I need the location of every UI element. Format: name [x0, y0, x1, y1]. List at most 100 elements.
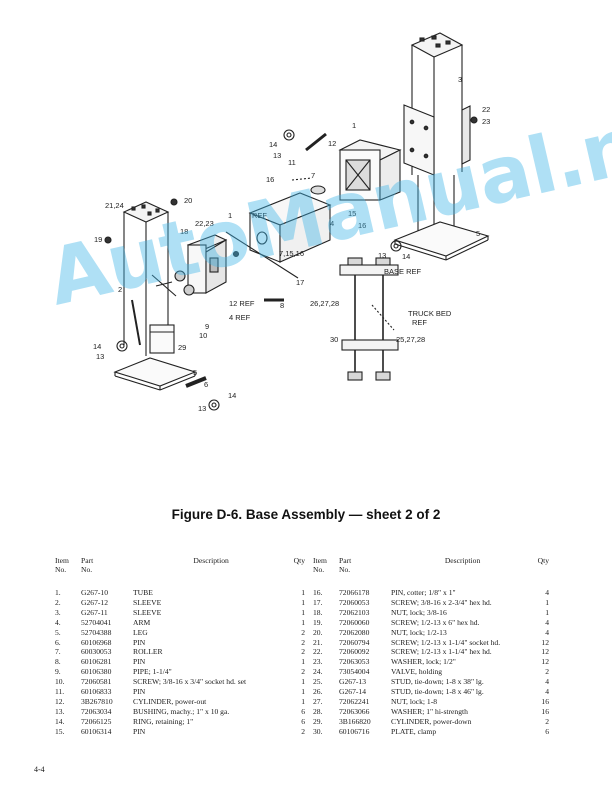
part-quantity: 6 — [545, 726, 549, 736]
part-quantity: 1 — [301, 657, 305, 667]
svg-text:7,15,16: 7,15,16 — [279, 249, 304, 258]
item-number: 30. — [313, 726, 323, 736]
svg-text:7: 7 — [311, 171, 315, 180]
part-quantity: 4 — [545, 687, 549, 697]
item-number: 29. — [313, 716, 323, 726]
part-description: PLATE, clamp — [391, 726, 437, 736]
header-part: Part — [339, 556, 352, 565]
svg-text:REF: REF — [412, 318, 427, 327]
part-quantity: 4 — [545, 588, 549, 597]
svg-text:14: 14 — [93, 342, 101, 351]
svg-text:21,24: 21,24 — [105, 201, 124, 210]
left-leg-assembly — [113, 201, 207, 391]
header-item-no: No. — [313, 565, 325, 574]
part-description: PIN — [133, 637, 146, 647]
svg-text:13: 13 — [198, 404, 206, 413]
part-quantity: 1 — [301, 607, 305, 617]
item-number: 27. — [313, 696, 323, 706]
svg-text:3: 3 — [458, 75, 462, 84]
header-part-no: No. — [339, 565, 351, 574]
svg-text:14: 14 — [228, 391, 236, 400]
part-quantity: 1 — [301, 687, 305, 697]
svg-text:20: 20 — [184, 196, 192, 205]
part-quantity: 4 — [545, 617, 549, 627]
item-number: 14. — [55, 716, 65, 726]
svg-text:13: 13 — [378, 251, 386, 260]
svg-text:12: 12 — [328, 139, 336, 148]
svg-text:BASE REF: BASE REF — [384, 267, 422, 276]
item-number: 8. — [55, 657, 61, 667]
tube-and-arm — [225, 132, 402, 302]
item-number: 23. — [313, 657, 323, 667]
item-number: 26. — [313, 687, 323, 697]
item-number: 16. — [313, 588, 323, 597]
svg-text:11: 11 — [288, 158, 296, 167]
svg-text:30: 30 — [330, 335, 338, 344]
part-description: TUBE — [133, 588, 153, 597]
part-number: G267-12 — [81, 597, 108, 607]
part-number: 72060794 — [339, 637, 370, 647]
item-number: 5. — [55, 627, 61, 637]
svg-text:13: 13 — [273, 151, 281, 160]
part-number: 72060060 — [339, 617, 370, 627]
svg-text:4 REF: 4 REF — [229, 313, 251, 322]
part-description: STUD, tie-down; 1-8 x 38" lg. — [391, 677, 484, 687]
part-number: 73054004 — [339, 667, 370, 677]
part-description: PIN — [133, 687, 146, 697]
part-description: LEG — [133, 627, 148, 637]
part-quantity: 1 — [301, 588, 305, 597]
part-quantity: 16 — [541, 706, 549, 716]
header-part: Part — [81, 556, 94, 565]
svg-text:12 REF: 12 REF — [229, 299, 255, 308]
part-number: 72063053 — [339, 657, 370, 667]
part-number: 3B267810 — [81, 696, 113, 706]
svg-text:6: 6 — [204, 380, 208, 389]
part-quantity: 2 — [301, 667, 305, 677]
part-description: STUD, tie-down; 1-8 x 46" lg. — [391, 687, 484, 697]
figure-title: Figure D-6. Base Assembly — sheet 2 of 2 — [171, 507, 441, 522]
item-number: 13. — [55, 706, 65, 716]
svg-text:23: 23 — [482, 117, 490, 126]
part-description: WASHER; 1" hi-strength — [391, 706, 468, 716]
parts-row: 8. 60106281 PIN 1 — [55, 657, 305, 667]
part-description: CYLINDER, power-down — [391, 716, 472, 726]
part-description: PIPE; 1-1/4" — [133, 667, 172, 677]
svg-text:18: 18 — [180, 227, 188, 236]
svg-text:8: 8 — [280, 301, 284, 310]
part-description: PIN — [133, 657, 146, 667]
part-description: BUSHING, machy.; 1" x 10 ga. — [133, 706, 230, 716]
svg-text:2: 2 — [118, 285, 122, 294]
parts-table-left: Item Part Description Qty No. No. 1.G267… — [55, 556, 305, 737]
svg-text:17: 17 — [296, 278, 304, 287]
part-description: SCREW; 3/8-16 x 2-3/4" hex hd. — [391, 597, 492, 607]
part-quantity: 1 — [301, 617, 305, 627]
svg-text:26,27,28: 26,27,28 — [310, 299, 339, 308]
item-number: 1. — [55, 588, 61, 597]
part-quantity: 1 — [545, 597, 549, 607]
part-number: G267-13 — [339, 677, 366, 687]
part-quantity: 6 — [301, 706, 305, 716]
part-number: 52704388 — [81, 627, 112, 637]
item-number: 12. — [55, 696, 65, 706]
part-description: NUT, lock; 1/2-13 — [391, 627, 447, 637]
part-number: 72066178 — [339, 588, 370, 597]
part-description: WASHER, lock; 1/2" — [391, 657, 456, 667]
part-number: 60106281 — [81, 657, 112, 667]
part-number: G267-14 — [339, 687, 366, 697]
svg-text:14: 14 — [269, 140, 277, 149]
part-number: 72060581 — [81, 677, 112, 687]
part-number: 60106968 — [81, 637, 112, 647]
part-description: NUT, lock; 1-8 — [391, 696, 438, 706]
